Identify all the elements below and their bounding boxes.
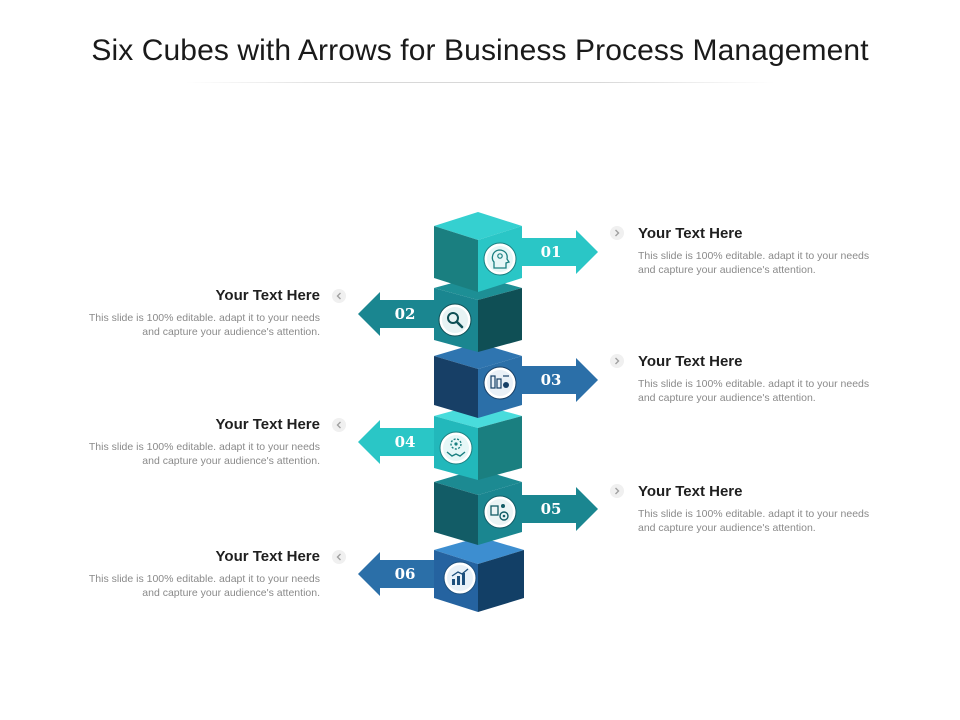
step-05-arrow <box>500 487 598 531</box>
step-03-text: Your Text Here This slide is 100% editab… <box>638 353 878 405</box>
step-01-body: This slide is 100% editable. adapt it to… <box>638 250 870 276</box>
step-02-heading: Your Text Here <box>215 287 320 304</box>
step-03-body: This slide is 100% editable. adapt it to… <box>638 378 870 404</box>
step-04-body: This slide is 100% editable. adapt it to… <box>88 441 320 467</box>
step-04-group: 04 <box>358 404 522 480</box>
bullet-chevron-icon <box>332 418 346 432</box>
step-04-text: Your Text Here This slide is 100% editab… <box>80 416 320 468</box>
step-03-number: 03 <box>541 371 562 389</box>
step-06-body: This slide is 100% editable. adapt it to… <box>88 573 320 599</box>
step-01-arrow <box>500 230 598 274</box>
handshake-icon <box>439 431 473 465</box>
bullet-chevron-icon <box>332 550 346 564</box>
step-05-text: Your Text Here This slide is 100% editab… <box>638 483 878 535</box>
step-02-body: This slide is 100% editable. adapt it to… <box>88 312 320 338</box>
step-03-arrow <box>500 358 598 402</box>
magnifier-icon <box>438 303 472 337</box>
step-04-number: 04 <box>395 433 416 451</box>
step-06-text: Your Text Here This slide is 100% editab… <box>80 548 320 600</box>
step-06-cube-top <box>434 537 524 564</box>
page-title: Six Cubes with Arrows for Business Proce… <box>91 34 869 67</box>
dashboard-icon <box>483 366 517 400</box>
bullet-chevron-icon <box>610 484 624 498</box>
step-03-heading: Your Text Here <box>638 353 743 370</box>
bullet-chevron-icon <box>610 354 624 368</box>
title-divider <box>185 82 775 83</box>
step-05-cube-left <box>434 482 478 545</box>
lightbulb-head-icon <box>483 242 517 276</box>
step-05-heading: Your Text Here <box>638 483 743 500</box>
step-05-group: 05 <box>434 469 598 545</box>
bullet-chevron-icon <box>332 289 346 303</box>
bullet-chevron-icon <box>610 226 624 240</box>
process-gear-icon <box>483 495 517 529</box>
step-01-group: 01 <box>434 212 598 292</box>
step-04-cube-right <box>478 416 522 480</box>
step-01-text: Your Text Here This slide is 100% editab… <box>638 225 878 277</box>
step-02-cube-right <box>478 288 522 352</box>
step-02-number: 02 <box>395 305 416 323</box>
step-06-cube-right <box>478 550 524 612</box>
step-05-body: This slide is 100% editable. adapt it to… <box>638 508 870 534</box>
step-01-number: 01 <box>541 243 562 261</box>
step-01-cube-left <box>434 226 478 292</box>
step-06-group: 06 <box>358 537 524 612</box>
step-02-text: Your Text Here This slide is 100% editab… <box>80 287 320 339</box>
step-02-group: 02 <box>358 276 522 352</box>
step-06-number: 06 <box>395 565 416 583</box>
step-03-cube-left <box>434 356 478 418</box>
step-05-number: 05 <box>541 500 562 518</box>
step-04-heading: Your Text Here <box>215 416 320 433</box>
step-03-group: 03 <box>434 343 598 418</box>
step-01-heading: Your Text Here <box>638 225 743 242</box>
growth-chart-icon <box>443 561 477 595</box>
step-06-heading: Your Text Here <box>215 548 320 565</box>
